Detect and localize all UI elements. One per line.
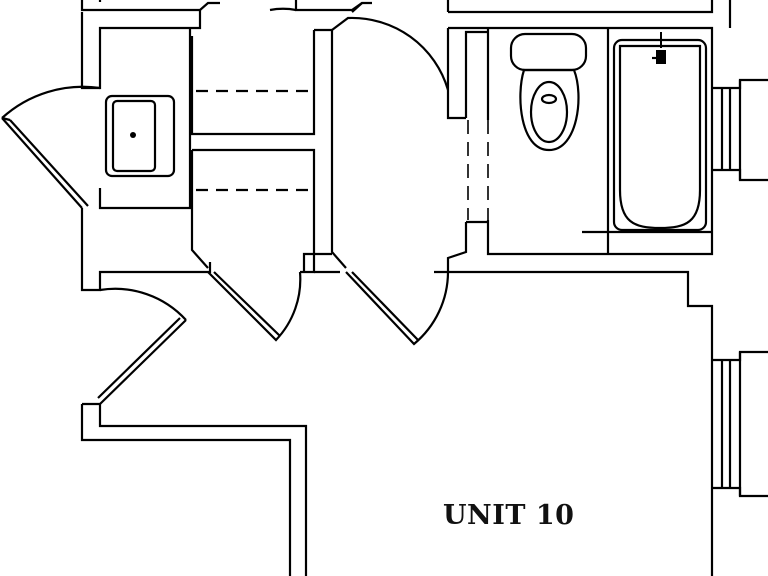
entry-door [80, 287, 308, 576]
top-walls [80, 0, 732, 240]
bath-door [467, 120, 489, 220]
shower-head-icon [652, 32, 666, 64]
bathtub-icon [612, 38, 708, 232]
closet-left [190, 7, 316, 342]
toilet-icon [509, 32, 588, 152]
window-upper [712, 78, 768, 182]
bathroom-walls [448, 28, 714, 576]
window-lower [712, 350, 768, 498]
kitchen-walls [1, 12, 212, 292]
unit-label: UNIT 10 [443, 500, 575, 531]
closet-center [302, 2, 468, 346]
sink-icon [104, 94, 176, 178]
